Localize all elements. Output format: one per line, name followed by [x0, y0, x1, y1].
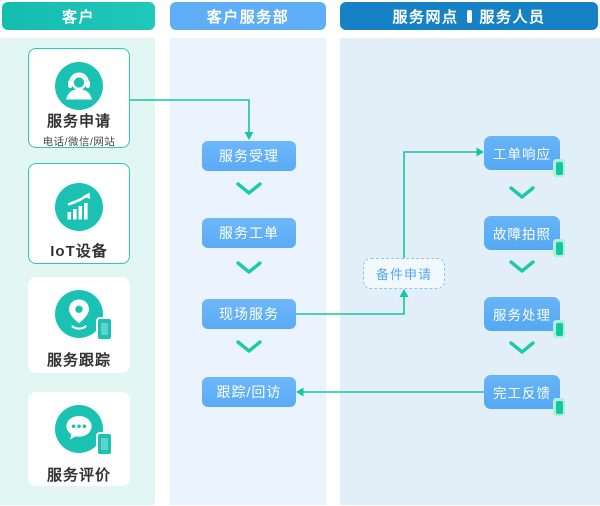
column-header-service-dept-label: 客户服务部 [206, 8, 290, 26]
box-spare-parts-request: 备件申请 [363, 258, 445, 289]
card-label: 服务评价 [46, 467, 111, 484]
chat-bubble-icon [55, 405, 113, 456]
headset-agent-icon [55, 62, 103, 110]
card-service-evaluation: 服务评价 [28, 392, 130, 486]
growth-chart-icon [55, 183, 103, 231]
spare-parts-label: 备件申请 [375, 267, 432, 282]
column-header-customer: 客户 [2, 2, 155, 30]
card-label: 服务跟踪 [46, 352, 111, 369]
card-service-tracking: 服务跟踪 [28, 277, 130, 373]
phone-icon [96, 432, 113, 456]
step-label: 服务工单 [219, 225, 279, 241]
phone-icon [96, 317, 113, 341]
phone-icon [553, 239, 565, 257]
service-dept-column-background [170, 38, 326, 505]
phone-icon-screen [555, 400, 563, 414]
step-completion-feedback: 完工反馈 [484, 375, 565, 416]
phone-icon [553, 320, 565, 338]
step-label: 现场服务 [219, 306, 279, 322]
phone-icon-screen [555, 241, 563, 255]
phone-icon [553, 398, 565, 416]
phone-icon-screen [101, 438, 108, 450]
step-label: 服务处理 [493, 308, 551, 323]
step-label: 跟踪/回访 [216, 384, 282, 400]
phone-icon [553, 159, 565, 177]
phone-icon-screen [101, 323, 108, 335]
step-label: 完工反馈 [493, 386, 551, 401]
card-label: IoT设备 [50, 243, 108, 260]
step-label: 故障拍照 [493, 227, 551, 242]
step-label: 工单响应 [493, 147, 551, 162]
card-subtitle: 电话/微信/网站 [42, 136, 116, 148]
step-onsite-service: 现场服务 [202, 299, 296, 329]
location-pin-icon [55, 290, 113, 341]
column-header-service-site: 服务网点 服务人员 [340, 2, 598, 30]
column-header-customer-label: 客户 [61, 8, 95, 26]
phone-icon-screen [555, 161, 563, 175]
phone-icon-screen [555, 322, 563, 336]
card-service-request: 服务申请 电话/微信/网站 [28, 48, 130, 148]
header-divider-bar [466, 9, 472, 23]
step-service-workorder: 服务工单 [202, 218, 296, 248]
card-label: 服务申请 [46, 113, 111, 130]
step-followup-visit: 跟踪/回访 [202, 377, 296, 407]
step-service-processing: 服务处理 [484, 297, 565, 338]
column-header-personnel-label: 服务人员 [479, 8, 546, 26]
card-iot-device: IoT设备 [28, 163, 130, 264]
step-service-acceptance: 服务受理 [202, 141, 296, 171]
step-workorder-response: 工单响应 [484, 136, 565, 177]
column-header-site-label: 服务网点 [392, 8, 459, 26]
step-label: 服务受理 [219, 148, 279, 164]
step-fault-photo: 故障拍照 [484, 216, 565, 257]
column-header-service-dept: 客户服务部 [170, 2, 326, 30]
